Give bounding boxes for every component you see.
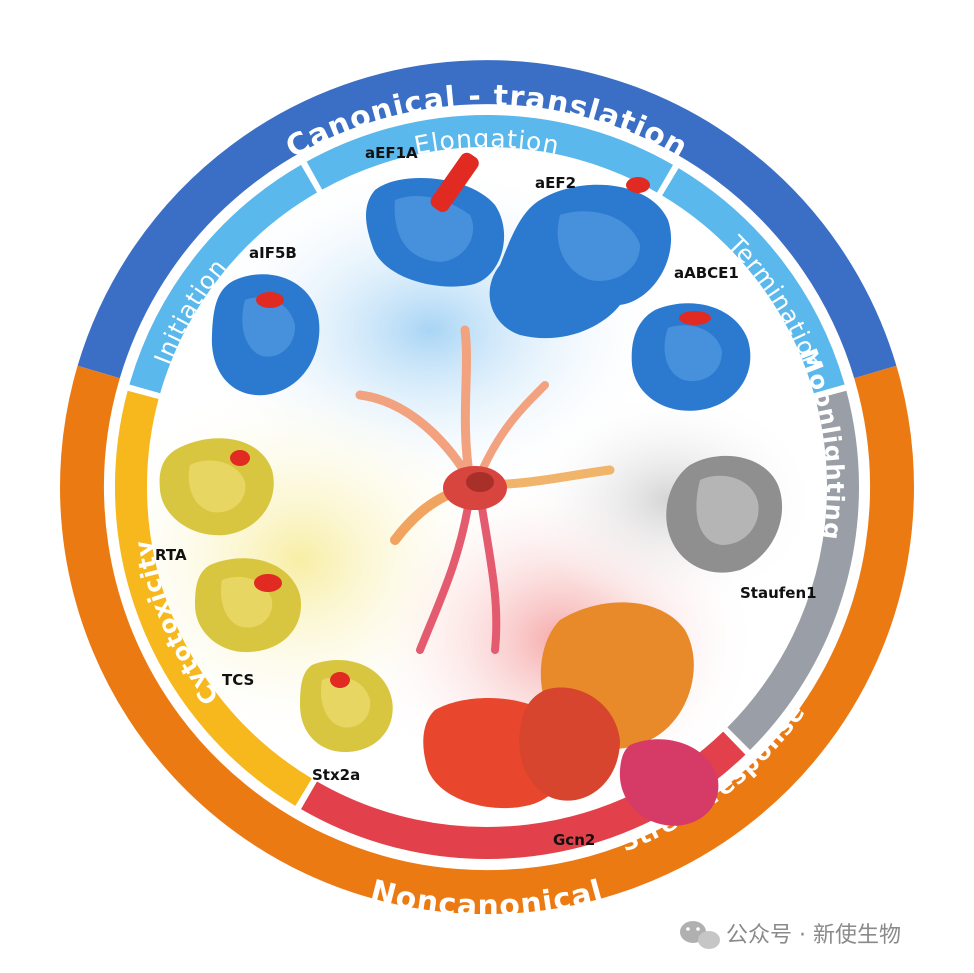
elongation-arc xyxy=(306,114,673,193)
canonical-translation-arc xyxy=(77,60,897,379)
watermark: 公众号 · 新使生物 xyxy=(680,921,901,949)
initiation-arc xyxy=(129,164,318,394)
termination-arc xyxy=(662,168,845,394)
cytotoxicity-arc xyxy=(114,390,312,806)
aIF5B-structure xyxy=(211,274,320,396)
noncanonical-arc xyxy=(60,365,914,915)
elongation-label: Elongation xyxy=(412,124,563,160)
Gcn2-structure xyxy=(423,602,719,826)
TCS-structure xyxy=(195,558,302,653)
label-Stx2a: Stx2a xyxy=(312,766,360,784)
RTA-structure xyxy=(159,438,274,536)
label-Gcn2: Gcn2 xyxy=(553,831,595,849)
outer-ring xyxy=(60,60,914,915)
label-aABCE1: aABCE1 xyxy=(674,264,739,282)
moonlighting-arc xyxy=(727,390,859,751)
watermark-text: 公众号 · 新使生物 xyxy=(726,923,901,948)
Staufen1-structure xyxy=(666,455,783,573)
label-aIF5B: aIF5B xyxy=(249,244,297,262)
wechat-icon xyxy=(680,921,720,949)
protein-labels: aEF1A aEF2 aIF5B aABCE1 RTA TCS Stx2a St… xyxy=(155,144,817,849)
label-RTA: RTA xyxy=(155,546,187,564)
aABCE1-structure xyxy=(631,303,751,411)
Stx2a-structure xyxy=(300,660,393,752)
aEF1A-structure xyxy=(366,152,505,287)
central-protein-illustration xyxy=(355,325,615,654)
label-TCS: TCS xyxy=(222,671,254,689)
label-aEF1A: aEF1A xyxy=(365,144,418,162)
label-Staufen1: Staufen1 xyxy=(740,584,817,602)
protein-illustrations xyxy=(159,152,783,826)
label-aEF2: aEF2 xyxy=(535,174,576,192)
aEF2-structure xyxy=(489,177,672,339)
